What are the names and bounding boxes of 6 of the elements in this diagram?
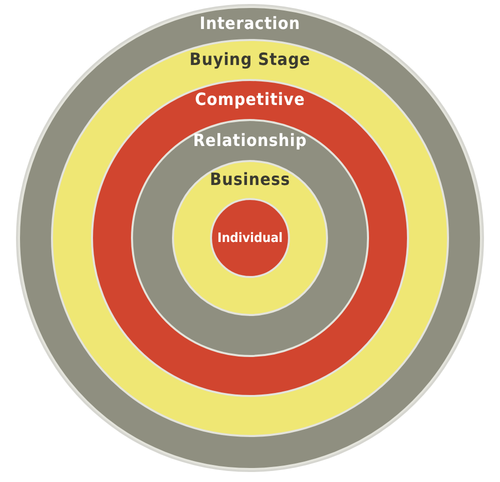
ring-label: Relationship [193, 130, 307, 150]
ring-label: Buying Stage [190, 50, 310, 70]
ring-label: Individual [217, 230, 283, 248]
ring-label: Business [210, 170, 290, 190]
ring-label: Interaction [200, 14, 300, 34]
ring-label: Competitive [195, 90, 305, 110]
